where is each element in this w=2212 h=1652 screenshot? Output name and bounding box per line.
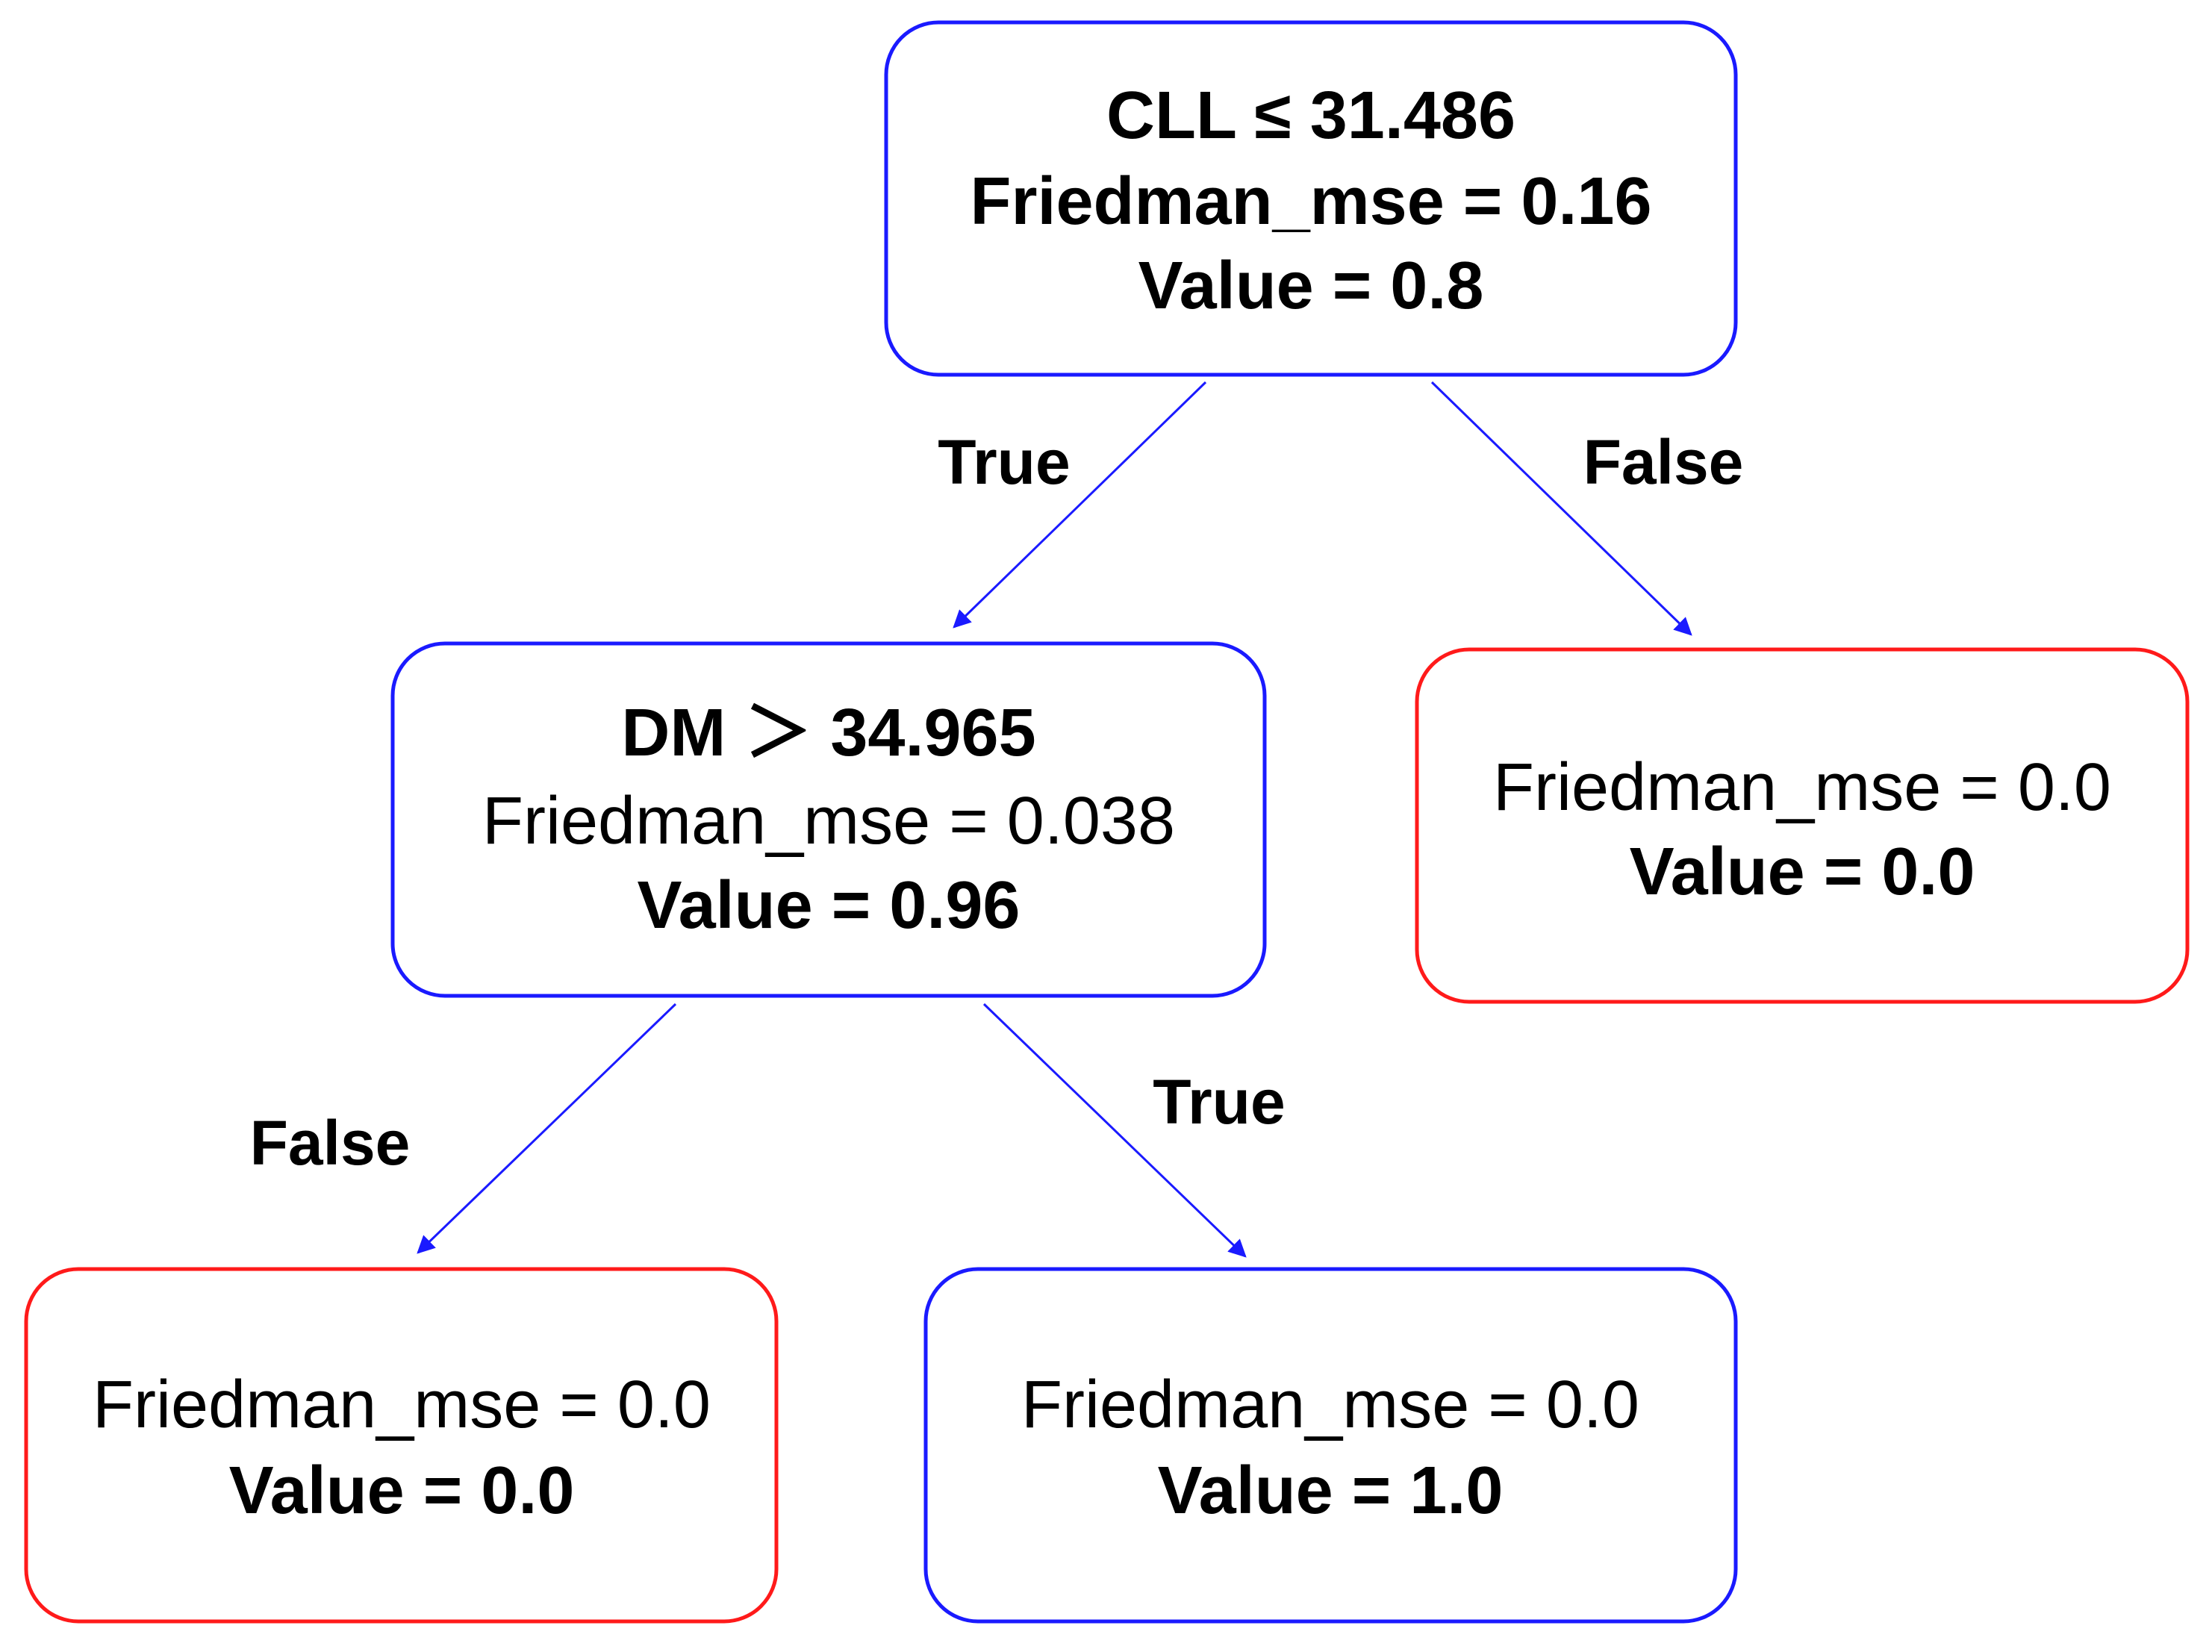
leaf-bottom-left-mse: Friedman_mse = 0.0	[93, 1368, 711, 1442]
root-node: CLL ≤ 31.486 Friedman_mse = 0.16 Value =…	[884, 20, 1738, 377]
edge-dm-to-bottom-left-leaf	[417, 1003, 677, 1254]
edges	[417, 381, 1692, 1258]
root-value: Value = 0.8	[1138, 249, 1484, 323]
leaf-bottom-left-box	[24, 1267, 779, 1624]
edge-label-root-false: False	[1583, 427, 1744, 497]
leaf-right: Friedman_mse = 0.0 Value = 0.0	[1415, 647, 2190, 1004]
root-condition: CLL ≤ 31.486	[1106, 78, 1515, 153]
edge-label-dm-false: False	[250, 1108, 411, 1178]
dm-condition: DM ＞ 34.965	[621, 696, 1035, 770]
edge-label-dm-true: True	[1153, 1067, 1285, 1137]
edge-root-to-dm	[953, 381, 1207, 629]
leaf-right-mse: Friedman_mse = 0.0	[1493, 750, 2111, 825]
edge-dm-to-bottom-right-leaf	[982, 1003, 1247, 1258]
dm-value: Value = 0.96	[638, 868, 1021, 943]
leaf-bottom-right-box	[923, 1267, 1738, 1624]
dm-mse: Friedman_mse = 0.038	[482, 784, 1175, 858]
root-node-box	[884, 20, 1738, 377]
dm-split-node-box	[390, 641, 1267, 998]
edge-label-root-true: True	[938, 427, 1070, 497]
leaf-bottom-right: Friedman_mse = 0.0 Value = 1.0	[923, 1267, 1738, 1624]
root-mse: Friedman_mse = 0.16	[970, 164, 1651, 239]
edge-root-to-right-leaf	[1430, 381, 1692, 636]
leaf-right-box	[1415, 647, 2190, 1004]
dm-split-node: DM ＞ 34.965 Friedman_mse = 0.038 Value =…	[390, 641, 1267, 998]
leaf-bottom-right-mse: Friedman_mse = 0.0	[1021, 1368, 1639, 1442]
leaf-bottom-left: Friedman_mse = 0.0 Value = 0.0	[24, 1267, 779, 1624]
leaf-bottom-left-value: Value = 0.0	[229, 1453, 575, 1528]
leaf-bottom-right-value: Value = 1.0	[1158, 1453, 1504, 1528]
leaf-right-value: Value = 0.0	[1630, 835, 1975, 909]
